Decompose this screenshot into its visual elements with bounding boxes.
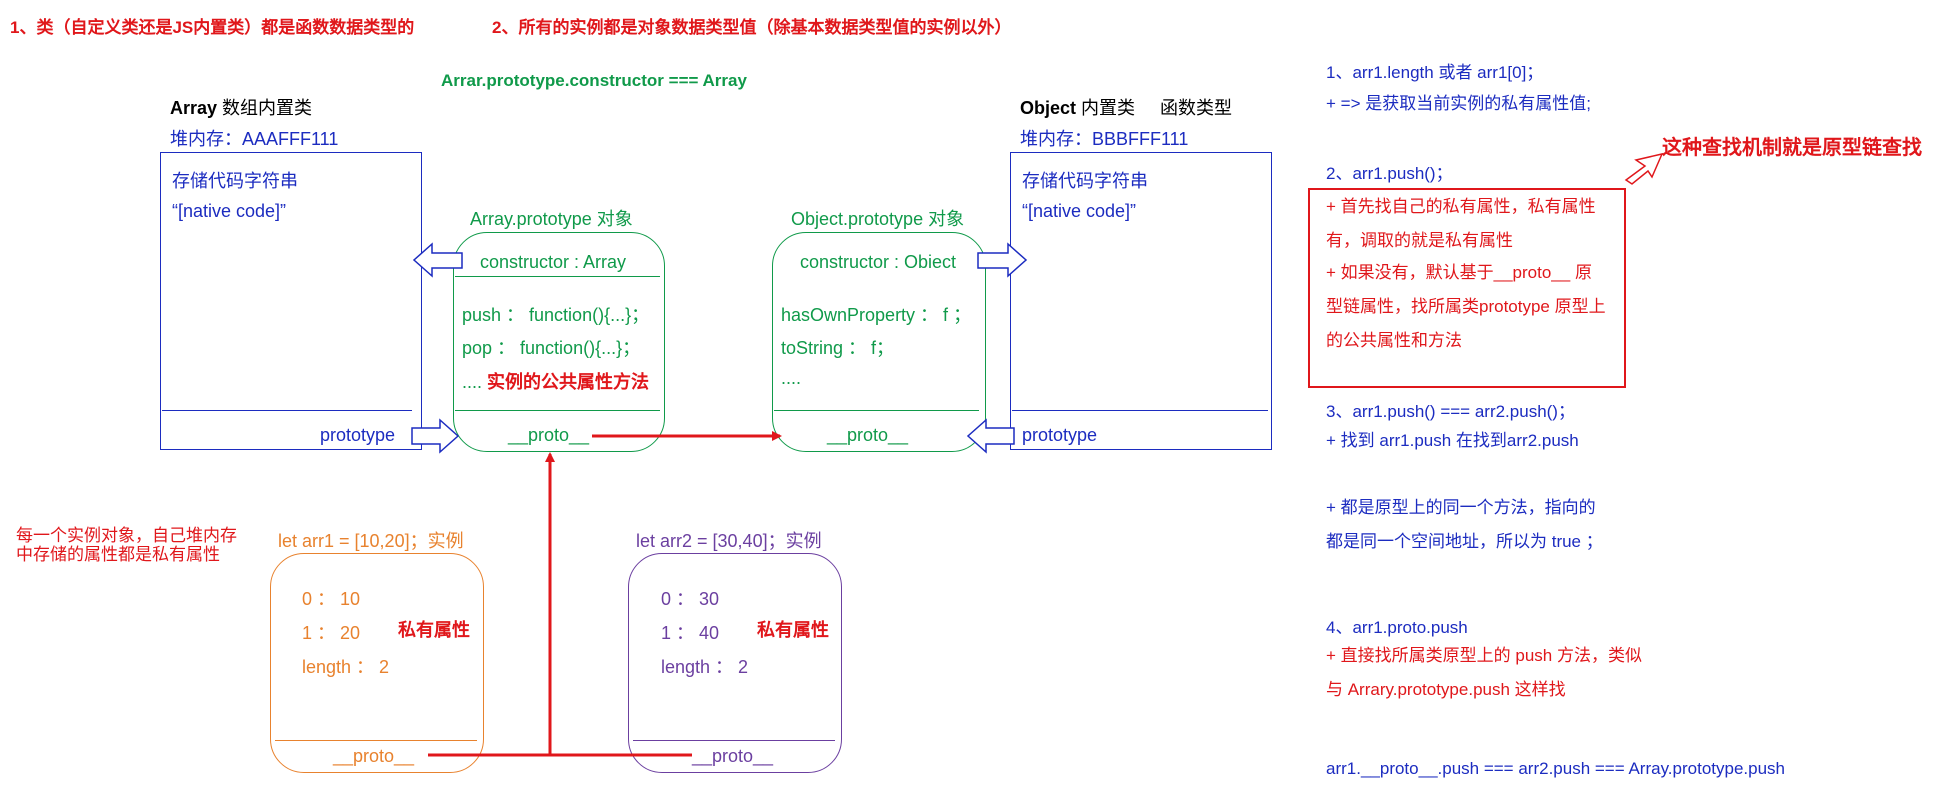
arr1-box <box>270 553 484 773</box>
header-note-2: 2、所有的实例都是对象数据类型值（除基本数据类型值的实例以外） <box>492 18 1012 37</box>
array-class-line1: 存储代码字符串 <box>172 171 298 191</box>
arr1-label: let arr1 = [10,20]；实例 <box>278 531 464 551</box>
arr1-item-1: 1 ： 20 <box>302 623 361 643</box>
center-title: Arrar.prototype.constructor === Array <box>441 71 747 90</box>
arr1-private-label: 私有属性 <box>398 620 470 640</box>
arr2-item-1: 1 ： 40 <box>661 623 720 643</box>
arr2-item-0: 0 ： 30 <box>661 589 720 609</box>
note-2-head: 2、arr1.push()； <box>1326 164 1453 183</box>
object-class-title: Object 内置类 函数类型 <box>1020 94 1232 120</box>
object-prototype-more: .... <box>781 368 802 388</box>
array-prototype-public-note: 实例的公共属性方法 <box>487 372 650 392</box>
note-4-head: 4、arr1.proto.push <box>1326 618 1468 637</box>
instance-note: 每一个实例对象，自己堆内存中存储的属性都是私有属性 <box>16 526 237 564</box>
header-note-1: 1、类（自定义类还是JS内置类）都是函数数据类型的 <box>10 18 415 37</box>
note-2-highlight-box <box>1308 188 1626 388</box>
array-class-title-bold: Array <box>170 98 218 118</box>
array-prototype-more: .... 实例的公共属性方法 <box>462 368 649 394</box>
array-prototype-object-label: Array.prototype 对象 <box>470 209 633 229</box>
object-class-heap: 堆内存：BBBFFF111 <box>1020 129 1189 149</box>
arr1-divider <box>275 740 477 741</box>
arr1-length: length ： 2 <box>302 657 390 677</box>
array-prototype-proto: __proto__ <box>508 425 590 445</box>
array-prototype-constructor: constructor : Array <box>480 252 627 272</box>
footer-equation: arr1.__proto__.push === arr2.push === Ar… <box>1326 759 1785 778</box>
note-2-body-2: + 如果没有，默认基于__proto__ 原型链属性，找所属类prototype… <box>1326 263 1606 350</box>
array-class-title: Array 数组内置类 <box>170 94 312 120</box>
object-prototype-proto: __proto__ <box>827 425 909 445</box>
object-prototype-tostring: toString ： f； <box>781 338 895 358</box>
note-3-body-2: + 都是原型上的同一个方法，指向的都是同一个空间地址，所以为 true ； <box>1326 498 1603 551</box>
object-class-box <box>1010 152 1272 450</box>
note-1-body: + => 是获取当前实例的私有属性值; <box>1326 94 1591 113</box>
chain-label-pointer-arrow <box>1624 152 1664 185</box>
object-class-title-rest: 内置类 函数类型 <box>1076 98 1233 118</box>
constructor-to-object-arrow <box>977 242 1028 278</box>
arr1-proto: __proto__ <box>333 746 415 766</box>
note-2-body-1: + 首先找自己的私有属性，私有属性有，调取的就是私有属性 <box>1326 197 1596 250</box>
constructor-to-array-arrow <box>412 242 463 278</box>
array-prototype-push: push ： function(){...}； <box>462 305 650 325</box>
array-class-heap: 堆内存：AAAFFF111 <box>170 129 339 149</box>
array-class-line2: “[native code]” <box>172 201 287 221</box>
array-class-box <box>160 152 422 450</box>
note-3-head: 3、arr1.push() === arr2.push()； <box>1326 402 1575 421</box>
array-prototype-pointer-arrow <box>411 418 460 454</box>
object-prototype-object-label: Object.prototype 对象 <box>791 209 965 229</box>
object-class-title-bold: Object <box>1020 98 1077 118</box>
array-prototype-divider-bottom <box>455 410 660 411</box>
arr2-proto: __proto__ <box>692 746 774 766</box>
object-prototype-label: prototype <box>1022 425 1098 445</box>
object-prototype-hasownproperty: hasOwnProperty ： f ； <box>781 305 972 325</box>
array-prototype-label: prototype <box>320 425 396 445</box>
array-class-divider <box>162 410 412 411</box>
array-prototype-dots: .... <box>462 372 483 392</box>
arr2-box <box>628 553 842 773</box>
object-class-line2: “[native code]” <box>1022 201 1137 221</box>
arr2-private-label: 私有属性 <box>757 620 829 640</box>
object-class-line1: 存储代码字符串 <box>1022 171 1148 191</box>
object-class-divider <box>1012 410 1268 411</box>
note-1-head: 1、arr1.length 或者 arr1[0]； <box>1326 63 1544 82</box>
object-prototype-pointer-arrow <box>966 418 1015 454</box>
object-prototype-box <box>772 232 986 452</box>
arr1-item-0: 0 ： 10 <box>302 589 361 609</box>
note-4-body: + 直接找所属类原型上的 push 方法，类似与 Arrary.prototyp… <box>1326 646 1642 699</box>
array-prototype-box <box>453 232 665 452</box>
array-prototype-divider-top <box>455 276 660 277</box>
array-prototype-pop: pop ： function(){...}； <box>462 338 641 358</box>
object-prototype-constructor: constructor : Obiect <box>800 252 957 272</box>
prototype-chain-label: 这种查找机制就是原型链查找 <box>1662 137 1922 159</box>
arr2-length: length ： 2 <box>661 657 749 677</box>
arr2-label: let arr2 = [30,40]；实例 <box>636 531 822 551</box>
array-class-title-rest: 数组内置类 <box>217 98 313 118</box>
note-3-body-1: + 找到 arr1.push 在找到arr2.push <box>1326 431 1579 450</box>
object-prototype-divider-bottom <box>774 410 979 411</box>
arr2-divider <box>633 740 835 741</box>
